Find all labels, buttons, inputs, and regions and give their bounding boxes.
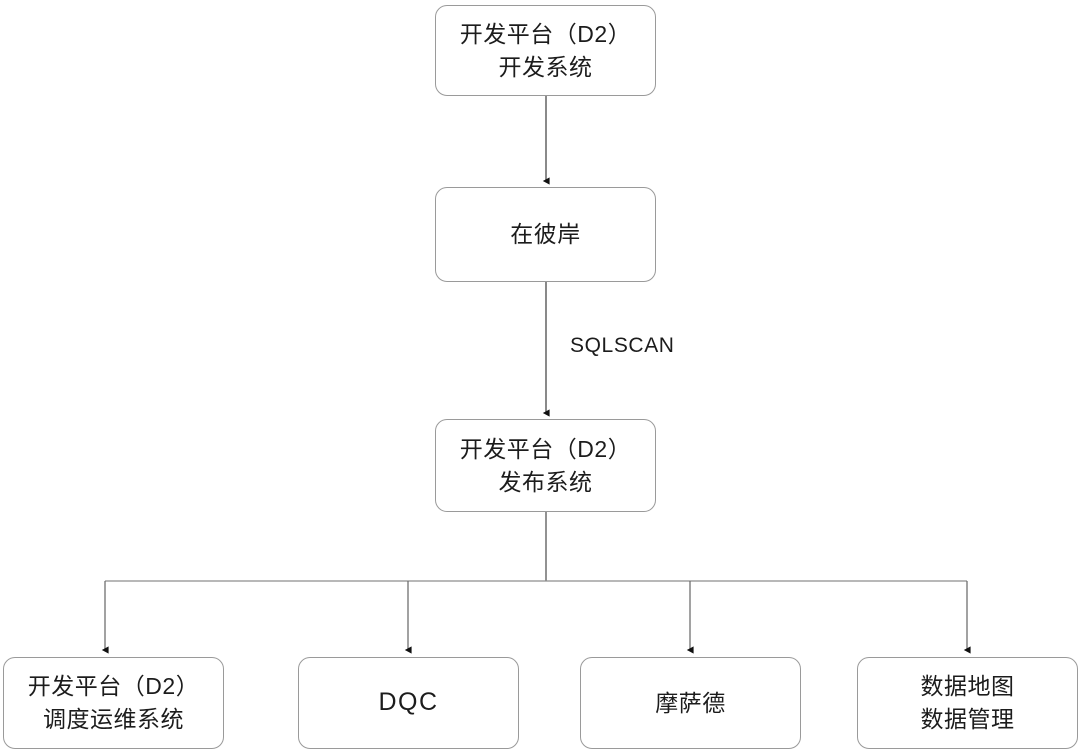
node-label-line: DQC — [378, 688, 439, 717]
node-data-map[interactable]: 数据地图 数据管理 — [857, 657, 1078, 749]
node-label-line: 开发系统 — [498, 53, 593, 80]
node-label-line: 数据管理 — [920, 706, 1015, 732]
node-label-line: 摩萨德 — [655, 689, 726, 716]
node-zaibian[interactable]: 在彼岸 — [435, 187, 656, 282]
node-label-line: 开发平台（D2） — [459, 435, 632, 462]
node-d2-dev[interactable]: 开发平台（D2） 开发系统 — [435, 5, 656, 96]
node-d2-release[interactable]: 开发平台（D2） 发布系统 — [435, 419, 656, 512]
node-label-line: 开发平台（D2） — [27, 673, 200, 700]
node-label-line: 开发平台（D2） — [459, 20, 632, 47]
node-label-line: 数据地图 — [920, 673, 1015, 700]
edge-label-sqlscan: SQLSCAN — [570, 334, 675, 357]
node-mossad[interactable]: 摩萨德 — [580, 657, 801, 749]
node-d2-schedule[interactable]: 开发平台（D2） 调度运维系统 — [3, 657, 224, 749]
node-label-line: 在彼岸 — [510, 221, 581, 248]
node-label-line: 调度运维系统 — [43, 706, 184, 732]
node-label-line: 发布系统 — [498, 468, 593, 495]
node-dqc[interactable]: DQC — [298, 657, 519, 749]
